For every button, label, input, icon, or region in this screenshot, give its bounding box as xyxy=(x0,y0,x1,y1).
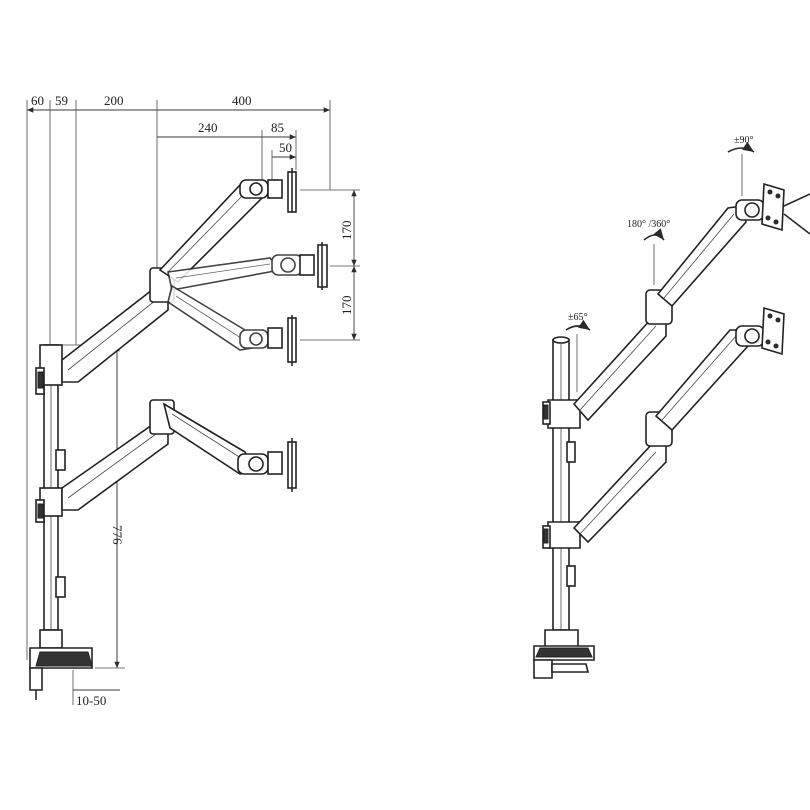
lower-forearm xyxy=(162,402,269,475)
upper-arm-lower-segment xyxy=(61,289,169,383)
dim-label-170-upper: 170 xyxy=(339,221,354,241)
perspective-upper-collar xyxy=(542,399,581,429)
cable-clip xyxy=(55,576,66,598)
perspective-middle-collar xyxy=(542,521,581,549)
desk-clamp xyxy=(29,629,93,700)
dim-label-200: 200 xyxy=(104,93,124,108)
upper-forearm-middle xyxy=(167,254,303,291)
top-dimension-lines xyxy=(26,100,331,660)
dim-label-59: 59 xyxy=(55,93,68,108)
perspective-view: ±90° 180° /360° ±65° xyxy=(533,135,810,679)
dim-label-60: 60 xyxy=(31,93,44,108)
height-dimension-lines xyxy=(300,189,360,341)
upper-collar xyxy=(35,344,63,395)
perspective-cable-clip xyxy=(566,441,576,463)
perspective-lower-vesa xyxy=(761,306,785,356)
vesa-plate-bottom xyxy=(267,315,297,366)
vesa-plate-middle xyxy=(299,242,328,290)
middle-collar xyxy=(35,487,63,523)
dim-label-776: 776 xyxy=(110,525,125,545)
dim-label-85: 85 xyxy=(271,120,284,135)
rotation-label-pole: ±65° xyxy=(568,312,588,323)
vesa-plate-lower xyxy=(267,438,297,492)
tilt-rotation-arrow xyxy=(727,141,755,153)
pole-rotation-arrow xyxy=(565,319,591,331)
dim-label-50: 50 xyxy=(279,140,292,155)
swivel-rotation-arrow xyxy=(643,228,665,241)
upper-forearm-top xyxy=(158,179,269,284)
rotation-label-tilt: ±90° xyxy=(734,135,754,146)
upper-forearm-bottom xyxy=(167,284,269,351)
perspective-upper-arm xyxy=(572,199,765,422)
side-view: 60 59 200 400 240 85 50 170 170 776 10-5… xyxy=(26,93,360,708)
cable-clip xyxy=(55,449,66,471)
vesa-plate-top xyxy=(267,168,297,213)
lower-arm-segment xyxy=(61,399,175,511)
perspective-lower-arm xyxy=(572,325,765,544)
perspective-upper-vesa xyxy=(761,182,810,235)
dim-label-400: 400 xyxy=(232,93,252,108)
rotation-label-swivel: 180° /360° xyxy=(627,219,670,230)
dim-label-10-50: 10-50 xyxy=(76,693,106,708)
dim-label-240: 240 xyxy=(198,120,218,135)
perspective-desk-clamp xyxy=(533,629,595,679)
perspective-cable-clip xyxy=(566,565,576,587)
dim-label-170-lower: 170 xyxy=(339,296,354,316)
